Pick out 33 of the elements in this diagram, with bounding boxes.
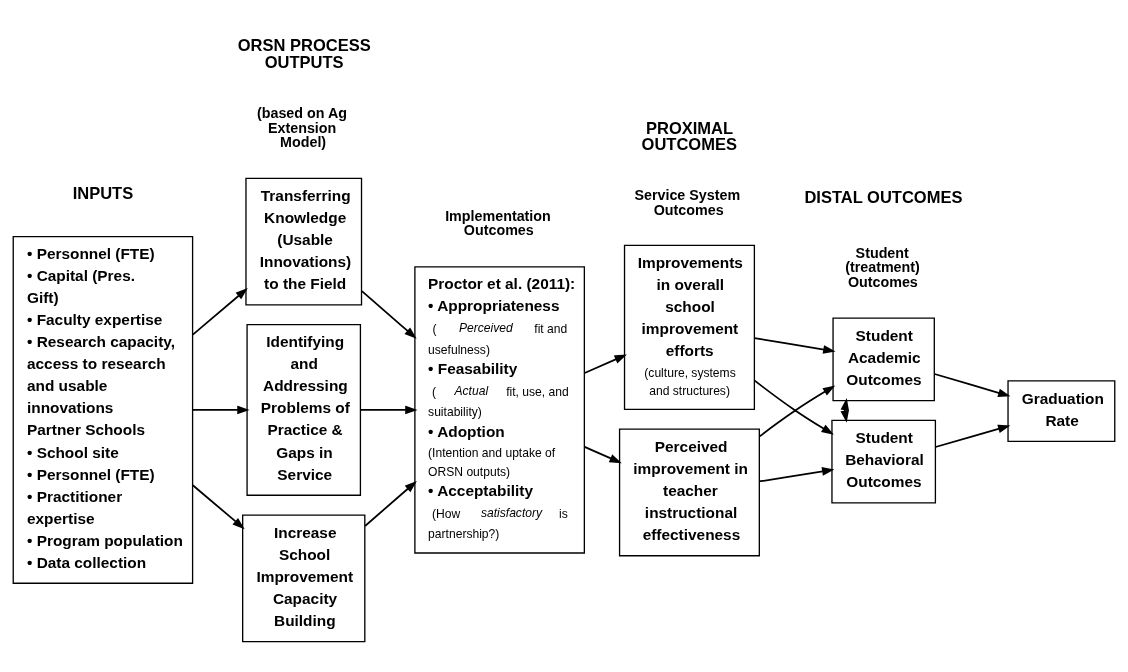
node-box: Identifying and Addressing Problems of Practice & Gaps in Service	[246, 323, 362, 496]
arrow	[840, 397, 850, 423]
arrow	[753, 379, 834, 435]
arrow	[192, 405, 250, 414]
arrow	[934, 424, 1011, 448]
label: PROXIMAL OUTCOMES	[641, 118, 737, 153]
node-box: Proctor et al. (2011): • Appropriateness (Perceived fit and usefulness) • Feasability (Actual fit, use, and suitability) • Adoption (Intention and uptake of ORSN outputs) • Acceptability (How satisfactory is partnership?)	[414, 265, 585, 554]
node-box: Graduation Rate	[1007, 379, 1116, 442]
node-box: Student Behavioral Outcomes	[831, 419, 937, 504]
arrow	[364, 480, 417, 527]
label: ORSN PROCESS OUTPUTS	[237, 35, 371, 71]
arrow	[758, 466, 835, 482]
arrow	[583, 353, 627, 374]
label: Implementation Outcomes	[445, 207, 551, 238]
arrow	[192, 483, 245, 529]
node-box: • Personnel (FTE) • Capital (Pres. Gift) • Faculty expertise • Research capacity, access to research and usable innovations Partner Schools • School site • Personnel (FTE) • Practitioner expertise • Program population • Data collection	[12, 235, 194, 584]
arrow	[360, 405, 418, 414]
node-box: Perceived improvement in teacher instructional effectiveness	[618, 428, 760, 556]
arrow	[583, 445, 622, 463]
node-box: Increase School Improvement Capacity Building	[242, 513, 366, 642]
arrow	[933, 372, 1011, 397]
node-box: Student Academic Outcomes	[832, 316, 935, 401]
arrow	[361, 289, 417, 339]
label: INPUTS	[72, 183, 134, 202]
label: DISTAL OUTCOMES	[804, 187, 963, 206]
arrow	[758, 385, 836, 437]
label: Student (treatment) Outcomes	[845, 244, 920, 290]
arrow	[753, 336, 836, 354]
node-box: Transferring Knowledge (Usable Innovations) to the Field	[245, 177, 363, 306]
label: Service System Outcomes	[634, 186, 741, 218]
label: (based on Ag Extension Model)	[256, 104, 348, 150]
node-box: Improvements in overall school improvement efforts (culture, systems and structures)	[623, 244, 756, 410]
arrow	[192, 287, 248, 335]
